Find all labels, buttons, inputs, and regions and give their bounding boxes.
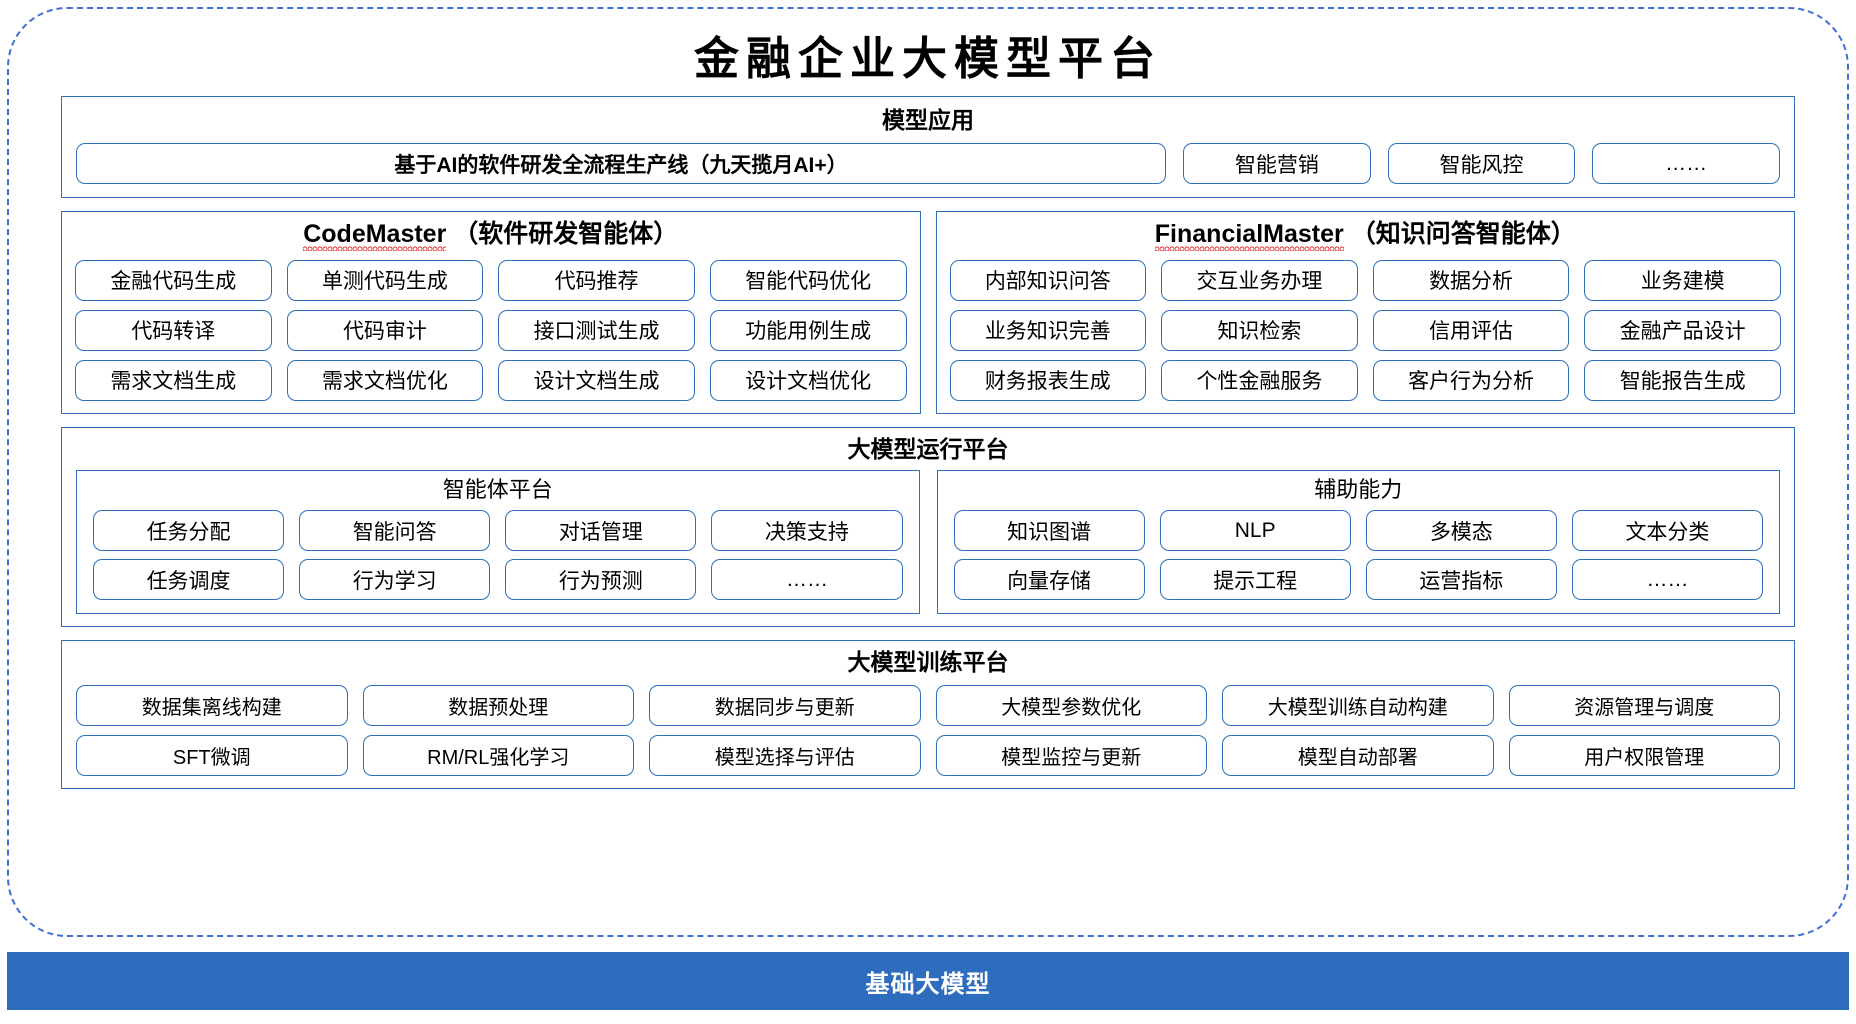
base-model-label: 基础大模型	[865, 970, 991, 998]
codemaster-chip-1-2[interactable]: 单测代码生成	[286, 259, 484, 301]
agent-platform-chip-1-1[interactable]: 任务分配	[93, 510, 285, 552]
subsection-title-agent-platform: 智能体平台	[442, 477, 553, 503]
codemaster-chip-3-1[interactable]: 需求文档生成	[75, 359, 272, 401]
model-applications-row: 基于AI的软件研发全流程生产线（九天揽月AI+） 智能营销 智能风控 ……	[76, 143, 1781, 185]
codemaster-row-1: 金融代码生成 单测代码生成 代码推荐 智能代码优化	[75, 259, 907, 301]
codemaster-chip-1-4[interactable]: 智能代码优化	[709, 259, 907, 301]
agent-platform-chip-1-4[interactable]: 决策支持	[711, 510, 903, 552]
training-chip-2-2[interactable]: RM/RL强化学习	[362, 734, 634, 776]
runtime-col-agent-platform: 智能体平台 任务分配 智能问答 对话管理 决策支持 任务调度 行为学习 行为预测…	[76, 470, 920, 615]
codemaster-chip-1-1[interactable]: 金融代码生成	[75, 259, 272, 301]
section-title-model-applications: 模型应用	[882, 107, 974, 133]
training-chip-2-5[interactable]: 模型自动部署	[1222, 734, 1494, 776]
agent-subtitle-codemaster: （软件研发智能体）	[453, 220, 679, 249]
financialmaster-row-3: 财务报表生成 个性金融服务 客户行为分析 智能报告生成	[949, 359, 1781, 401]
financialmaster-row-1: 内部知识问答 交互业务办理 数据分析 业务建模	[949, 259, 1781, 301]
financialmaster-chip-3-1[interactable]: 财务报表生成	[949, 359, 1147, 401]
auxiliary-chip-2-3[interactable]: 运营指标	[1365, 559, 1557, 601]
agent-platform-chip-2-3[interactable]: 行为预测	[505, 559, 697, 601]
codemaster-row-3: 需求文档生成 需求文档优化 设计文档生成 设计文档优化	[75, 359, 907, 401]
financialmaster-chip-3-2[interactable]: 个性金融服务	[1161, 359, 1358, 401]
section-runtime-platform: 大模型运行平台 智能体平台 任务分配 智能问答 对话管理 决策支持 任务调度 行…	[61, 426, 1795, 628]
training-chip-2-1[interactable]: SFT微调	[76, 734, 348, 776]
codemaster-chip-3-2[interactable]: 需求文档优化	[286, 359, 484, 401]
app-chip-more[interactable]: ……	[1592, 143, 1781, 185]
auxiliary-chip-1-2[interactable]: NLP	[1159, 510, 1351, 552]
financialmaster-chip-2-4[interactable]: 金融产品设计	[1584, 309, 1781, 351]
auxiliary-chip-2-2[interactable]: 提示工程	[1159, 559, 1351, 601]
codemaster-chip-2-1[interactable]: 代码转译	[75, 309, 272, 351]
codemaster-chip-2-3[interactable]: 接口测试生成	[498, 309, 695, 351]
training-chip-1-1[interactable]: 数据集离线构建	[76, 684, 348, 726]
platform-frame-content: 金融企业大模型平台 模型应用 基于AI的软件研发全流程生产线（九天揽月AI+） …	[9, 9, 1847, 935]
runtime-col-auxiliary-capabilities: 辅助能力 知识图谱 NLP 多模态 文本分类 向量存储 提示工程 运营指标 ……	[936, 470, 1780, 615]
agent-name-codemaster: CodeMaster	[303, 221, 447, 251]
financialmaster-chip-3-4[interactable]: 智能报告生成	[1584, 359, 1781, 401]
agent-platform-chip-1-2[interactable]: 智能问答	[299, 510, 491, 552]
codemaster-chip-3-3[interactable]: 设计文档生成	[498, 359, 695, 401]
auxiliary-row-2: 向量存储 提示工程 运营指标 ……	[953, 559, 1763, 601]
codemaster-chip-2-4[interactable]: 功能用例生成	[709, 309, 907, 351]
agent-platform-chip-2-1[interactable]: 任务调度	[93, 559, 285, 601]
app-chip-primary[interactable]: 基于AI的软件研发全流程生产线（九天揽月AI+）	[76, 143, 1166, 185]
runtime-columns: 智能体平台 任务分配 智能问答 对话管理 决策支持 任务调度 行为学习 行为预测…	[76, 470, 1780, 615]
codemaster-chip-1-3[interactable]: 代码推荐	[498, 259, 695, 301]
agent-panel-financialmaster: FinancialMaster （知识问答智能体） 内部知识问答 交互业务办理 …	[935, 211, 1795, 414]
agent-platform-chip-1-3[interactable]: 对话管理	[505, 510, 697, 552]
training-chip-1-4[interactable]: 大模型参数优化	[935, 684, 1207, 726]
financialmaster-chip-1-4[interactable]: 业务建模	[1584, 259, 1781, 301]
financialmaster-chip-2-2[interactable]: 知识检索	[1161, 309, 1358, 351]
auxiliary-row-1: 知识图谱 NLP 多模态 文本分类	[953, 510, 1763, 552]
agent-subtitle-financialmaster: （知识问答智能体）	[1350, 220, 1576, 249]
section-model-applications: 模型应用 基于AI的软件研发全流程生产线（九天揽月AI+） 智能营销 智能风控 …	[61, 96, 1795, 199]
agent-platform-chip-2-4[interactable]: ……	[711, 559, 903, 601]
financialmaster-chip-2-3[interactable]: 信用评估	[1372, 309, 1570, 351]
section-training-platform: 大模型训练平台 数据集离线构建 数据预处理 数据同步与更新 大模型参数优化 大模…	[61, 640, 1795, 789]
training-chip-2-4[interactable]: 模型监控与更新	[935, 734, 1207, 776]
auxiliary-chip-1-4[interactable]: 文本分类	[1571, 510, 1763, 552]
app-chip-risk-control[interactable]: 智能风控	[1387, 143, 1576, 185]
auxiliary-chip-1-3[interactable]: 多模态	[1365, 510, 1557, 552]
financialmaster-chip-1-3[interactable]: 数据分析	[1372, 259, 1570, 301]
auxiliary-chip-2-4[interactable]: ……	[1571, 559, 1763, 601]
financialmaster-chip-1-2[interactable]: 交互业务办理	[1161, 259, 1358, 301]
training-chip-2-3[interactable]: 模型选择与评估	[649, 734, 921, 776]
agent-platform-row-1: 任务分配 智能问答 对话管理 决策支持	[93, 510, 903, 552]
agent-title-financialmaster: FinancialMaster （知识问答智能体）	[950, 221, 1782, 251]
financialmaster-chip-1-1[interactable]: 内部知识问答	[949, 259, 1147, 301]
training-row-1: 数据集离线构建 数据预处理 数据同步与更新 大模型参数优化 大模型训练自动构建 …	[76, 684, 1780, 726]
section-title-training-platform: 大模型训练平台	[847, 649, 1009, 676]
codemaster-chip-2-2[interactable]: 代码审计	[286, 309, 484, 351]
agent-platform-chip-2-2[interactable]: 行为学习	[299, 559, 491, 601]
codemaster-row-2: 代码转译 代码审计 接口测试生成 功能用例生成	[75, 309, 907, 351]
platform-outer-frame: 金融企业大模型平台 模型应用 基于AI的软件研发全流程生产线（九天揽月AI+） …	[7, 7, 1849, 937]
agent-platform-row-2: 任务调度 行为学习 行为预测 ……	[93, 559, 903, 601]
agents-row: CodeMaster （软件研发智能体） 金融代码生成 单测代码生成 代码推荐 …	[61, 211, 1795, 414]
financialmaster-chip-2-1[interactable]: 业务知识完善	[949, 309, 1147, 351]
training-chip-1-3[interactable]: 数据同步与更新	[649, 684, 921, 726]
training-chip-1-2[interactable]: 数据预处理	[362, 684, 634, 726]
agent-name-financialmaster: FinancialMaster	[1154, 221, 1344, 251]
page-title: 金融企业大模型平台	[693, 34, 1162, 84]
training-chip-1-6[interactable]: 资源管理与调度	[1508, 684, 1780, 726]
training-row-2: SFT微调 RM/RL强化学习 模型选择与评估 模型监控与更新 模型自动部署 用…	[76, 734, 1780, 776]
financialmaster-chip-3-3[interactable]: 客户行为分析	[1372, 359, 1570, 401]
agent-title-codemaster: CodeMaster （软件研发智能体）	[75, 221, 907, 251]
training-chip-2-6[interactable]: 用户权限管理	[1508, 734, 1780, 776]
base-model-bar: 基础大模型	[7, 952, 1849, 1010]
section-title-runtime-platform: 大模型运行平台	[847, 435, 1009, 462]
subsection-title-auxiliary-capabilities: 辅助能力	[1314, 477, 1403, 503]
codemaster-chip-3-4[interactable]: 设计文档优化	[709, 359, 907, 401]
training-chip-1-5[interactable]: 大模型训练自动构建	[1222, 684, 1494, 726]
auxiliary-chip-1-1[interactable]: 知识图谱	[953, 510, 1145, 552]
auxiliary-chip-2-1[interactable]: 向量存储	[953, 559, 1145, 601]
app-chip-marketing[interactable]: 智能营销	[1183, 143, 1371, 185]
financialmaster-row-2: 业务知识完善 知识检索 信用评估 金融产品设计	[949, 309, 1781, 351]
agent-panel-codemaster: CodeMaster （软件研发智能体） 金融代码生成 单测代码生成 代码推荐 …	[61, 211, 921, 414]
